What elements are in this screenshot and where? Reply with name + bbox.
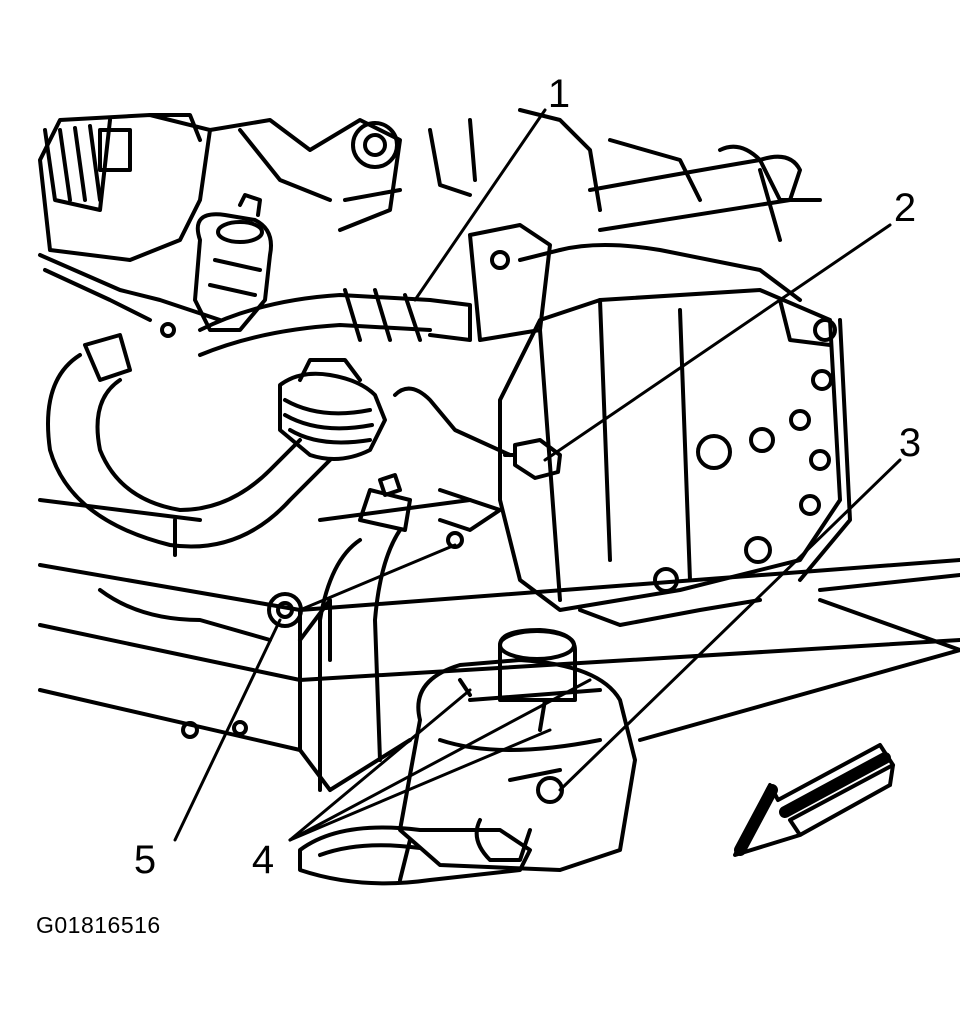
bolt-2 bbox=[393, 386, 562, 480]
callout-4: 4 bbox=[251, 838, 275, 882]
transaxle-case bbox=[498, 154, 852, 627]
figure-caption: G01816516 bbox=[36, 912, 161, 938]
leader-line-1 bbox=[413, 108, 547, 302]
leader-line-4b bbox=[288, 728, 552, 842]
leader-lines bbox=[173, 108, 902, 842]
leader-line-4c bbox=[288, 678, 592, 842]
leader-line-2 bbox=[543, 223, 892, 462]
front-direction-arrow-icon bbox=[733, 743, 895, 857]
lower-hose-middle bbox=[298, 473, 502, 792]
leader-line-3 bbox=[558, 458, 902, 792]
leader-line-5b bbox=[298, 543, 457, 612]
callout-2: 2 bbox=[893, 186, 917, 230]
leader-line-4a bbox=[288, 688, 472, 842]
coolant-hose-left bbox=[46, 333, 332, 557]
upper-hose bbox=[198, 288, 472, 357]
leader-line-5 bbox=[173, 618, 282, 842]
upper-engine bbox=[38, 108, 822, 338]
axle-boot bbox=[278, 358, 387, 461]
callout-1: 1 bbox=[547, 72, 571, 116]
valve-assembly bbox=[193, 193, 273, 332]
lower-pump-housing bbox=[298, 628, 637, 886]
callout-3: 3 bbox=[898, 421, 922, 465]
mount-bracket bbox=[468, 223, 562, 342]
callout-5: 5 bbox=[133, 838, 157, 882]
